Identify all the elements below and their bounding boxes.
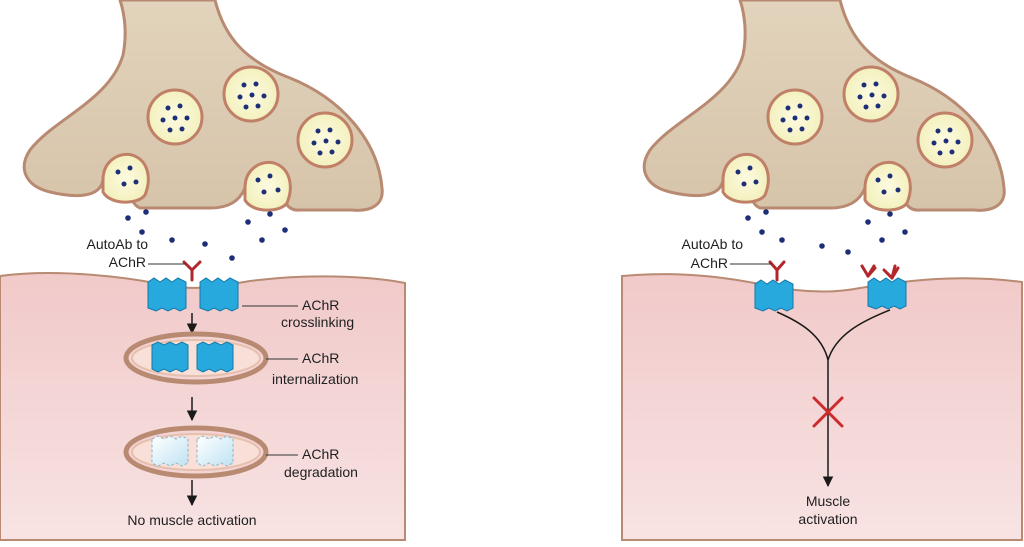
degradation-vesicle: [123, 425, 269, 479]
left-panel: AutoAb to AChR AChR crosslinking AChR in…: [0, 0, 406, 541]
synaptic-vesicle: [916, 111, 974, 169]
outcome-label: No muscle activation: [127, 512, 256, 528]
nerve-terminal: [642, 0, 1006, 212]
nerve-terminal: [22, 0, 384, 212]
signal-path: [776, 311, 829, 361]
fusing-vesicle: [243, 160, 292, 212]
acetylcholine-molecules: [745, 209, 908, 255]
fusing-vesicle: [863, 160, 912, 212]
autoab-label: AChR: [691, 255, 728, 271]
internalization-label: AChR: [302, 350, 339, 366]
degraded-achr: [151, 435, 189, 467]
autoab-label: AutoAb to: [682, 236, 744, 252]
autoantibody: [860, 264, 900, 280]
block-x-icon: [812, 396, 844, 428]
internalization-vesicle: [123, 331, 269, 385]
synaptic-vesicle: [222, 65, 280, 123]
fusing-vesicle: [101, 152, 150, 204]
synaptic-vesicle: [842, 65, 900, 123]
autoantibody: [182, 260, 202, 282]
acetylcholine-molecules: [125, 209, 288, 261]
autoab-label: AChR: [109, 254, 146, 270]
degradation-label: degradation: [284, 464, 358, 480]
signal-path: [827, 309, 891, 361]
fusing-vesicle: [721, 152, 770, 204]
achr-receptor: [867, 277, 907, 310]
autoab-label: AutoAb to: [87, 236, 149, 252]
degraded-achr: [196, 435, 234, 467]
internalization-label: internalization: [272, 371, 358, 387]
achr-receptor: [196, 341, 234, 373]
degradation-label: AChR: [302, 446, 339, 462]
synaptic-vesicle: [296, 111, 354, 169]
achr-receptor: [754, 279, 794, 312]
achr-receptor: [151, 341, 189, 373]
synaptic-vesicle: [146, 88, 204, 146]
outcome-label: Muscle: [806, 493, 851, 509]
achr-receptor: [147, 277, 187, 312]
synaptic-vesicle: [766, 88, 824, 146]
crosslinking-label: AChR: [302, 297, 339, 313]
autoantibody: [768, 260, 786, 282]
right-panel: AutoAb to AChR Muscle activation: [621, 0, 1023, 541]
achr-receptor: [199, 277, 239, 312]
outcome-label: activation: [798, 511, 857, 527]
crosslinking-label: crosslinking: [281, 314, 354, 330]
